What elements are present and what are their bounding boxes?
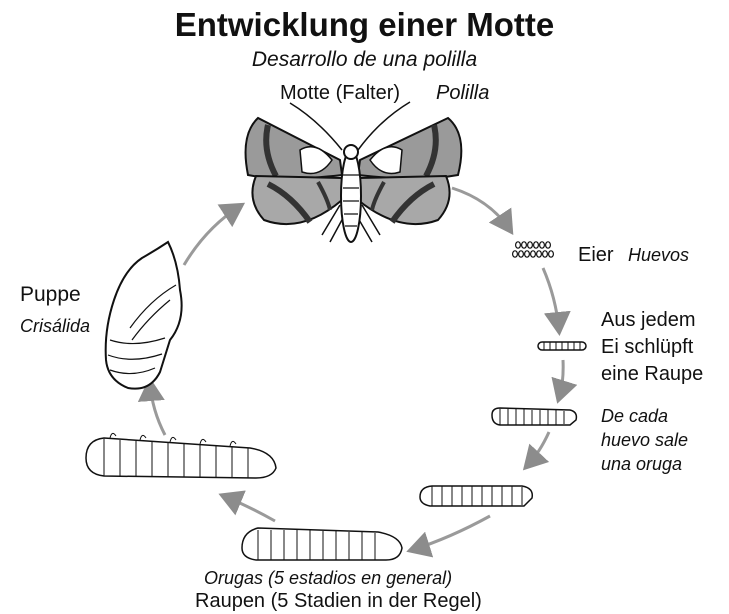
larva-stage-3: [420, 486, 532, 506]
arrow-moth-to-eggs: [452, 188, 510, 230]
hatchling-illustration: [538, 342, 586, 350]
arrow-pupa-to-moth: [184, 206, 240, 265]
arrow-eggs-to-hatchling: [543, 268, 559, 330]
larva-stage-2: [492, 408, 576, 425]
arrow-larva4-to-larva5: [224, 496, 275, 521]
arrow-hatchling-to-larva2: [559, 360, 563, 398]
eggs-illustration: [513, 242, 554, 257]
moth-illustration: [246, 102, 462, 242]
arrow-larva3-to-larva4: [412, 516, 490, 550]
larva-stage-5: [86, 433, 276, 478]
pupa-illustration: [106, 242, 182, 389]
arrow-larva5-to-pupa: [150, 383, 165, 435]
arrow-larva2-to-larva3: [527, 432, 549, 466]
larva-stage-4: [242, 528, 402, 560]
